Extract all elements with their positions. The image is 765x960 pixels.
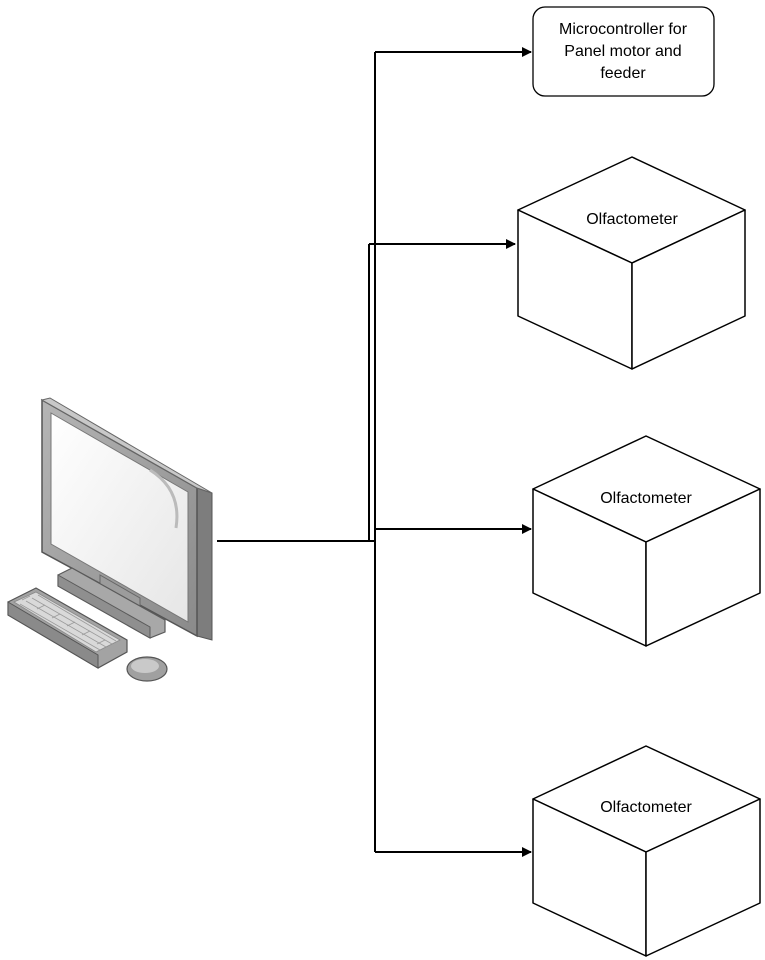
connector-lines (217, 47, 532, 857)
mouse-icon (126, 656, 168, 682)
keyboard-icon (7, 587, 128, 669)
microcontroller-label-line3: feeder (600, 65, 646, 82)
desktop-computer-icon (7, 397, 213, 682)
olfactometer-label-3: Olfactometer (600, 799, 692, 816)
olfactometer-label-2: Olfactometer (600, 490, 692, 507)
microcontroller-box: Microcontroller for Panel motor and feed… (532, 6, 715, 97)
olfactometer-box-2: Olfactometer (532, 435, 761, 647)
microcontroller-label-line1: Microcontroller for (559, 21, 688, 38)
microcontroller-label-line2: Panel motor and (564, 43, 681, 60)
olfactometer-box-1: Olfactometer (517, 156, 746, 370)
olfactometer-box-3: Olfactometer (532, 745, 761, 957)
olfactometer-label-1: Olfactometer (586, 211, 678, 228)
